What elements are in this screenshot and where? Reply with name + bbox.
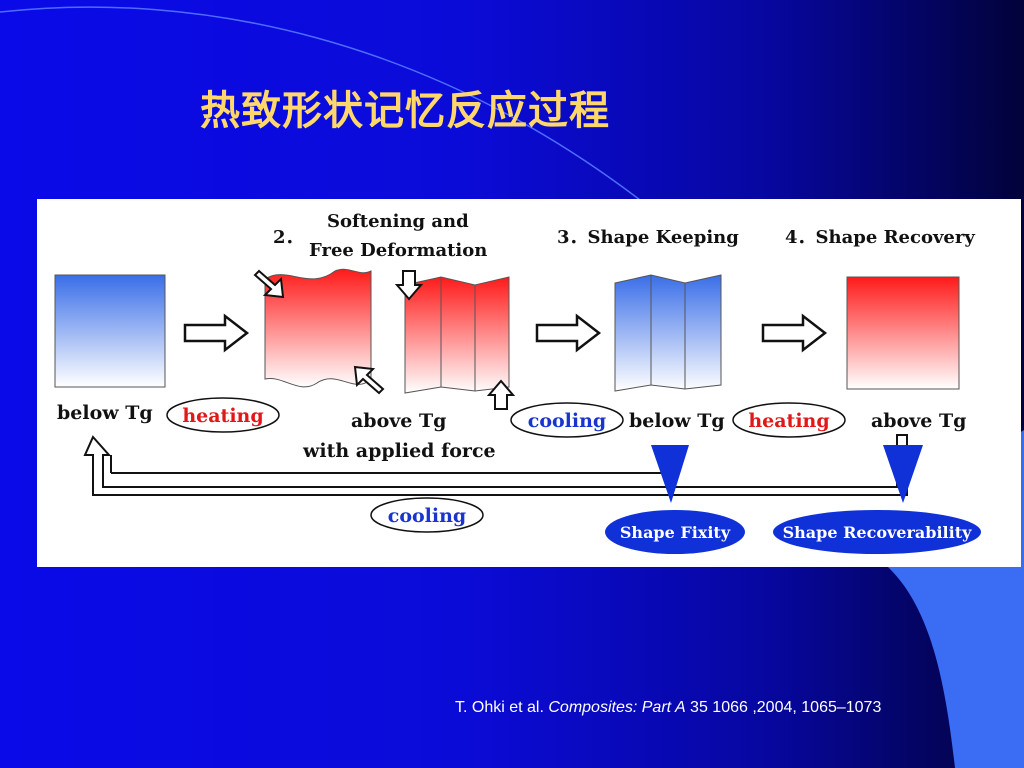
step2-title-line1: Softening and	[327, 211, 469, 232]
badge-shape-fixity	[605, 510, 745, 554]
cooling-oval-1	[510, 402, 624, 438]
heating-oval-1	[166, 397, 280, 433]
citation-details: 35 1066 ,2004, 1065–1073	[685, 699, 882, 716]
process-arrow-1	[183, 313, 250, 353]
force-arrow-bottom-right	[353, 365, 385, 395]
force-arrow-up	[486, 379, 516, 410]
pointer-triangle-fixity	[651, 445, 689, 503]
label-heating-1: heating	[182, 405, 263, 427]
process-arrow-3	[761, 313, 828, 353]
label-applied-force: with applied force	[302, 440, 496, 462]
label-cooling-1: cooling	[528, 410, 606, 432]
label-cooling-return: cooling	[388, 505, 466, 527]
label-below-tg-1: below Tg	[57, 402, 153, 424]
step2-title-line2: Free Deformation	[309, 240, 487, 261]
badge-shape-recoverability-label: Shape Recoverability	[783, 523, 972, 542]
sample-sheet-folded-cold	[614, 274, 722, 392]
pointer-triangle-recoverability	[883, 445, 923, 503]
sample-block-hot-recovered	[846, 276, 960, 390]
badge-shape-recoverability	[773, 510, 981, 554]
cooling-oval-return	[370, 497, 484, 533]
deco-arc-top	[0, 6, 641, 201]
slide-title: 热致形状记忆反应过程	[200, 88, 610, 134]
citation-journal: Composites: Part A	[548, 699, 686, 716]
sample-sheet-folded-hot	[404, 276, 510, 394]
force-arrow-top-left	[253, 269, 285, 299]
label-above-tg-2: above Tg	[871, 410, 966, 432]
label-heating-2: heating	[748, 410, 829, 432]
force-arrow-down	[394, 270, 424, 301]
step2-number: 2．	[273, 227, 304, 248]
heating-oval-2	[732, 402, 846, 438]
step3-title: 3．Shape Keeping	[557, 227, 739, 248]
step4-title: 4．Shape Recovery	[785, 227, 975, 248]
citation: T. Ohki et al. Composites: Part A 35 106…	[455, 699, 881, 717]
citation-authors: T. Ohki et al.	[455, 699, 549, 716]
return-loop-arrow	[83, 434, 908, 496]
label-above-tg-1: above Tg	[351, 410, 446, 432]
sample-block-cold-initial	[54, 274, 166, 388]
badge-shape-fixity-label: Shape Fixity	[620, 523, 731, 542]
label-below-tg-2: below Tg	[629, 410, 725, 432]
process-arrow-2	[535, 313, 602, 353]
shape-memory-figure: 2． Softening and Free Deformation 3．Shap…	[37, 199, 1021, 567]
